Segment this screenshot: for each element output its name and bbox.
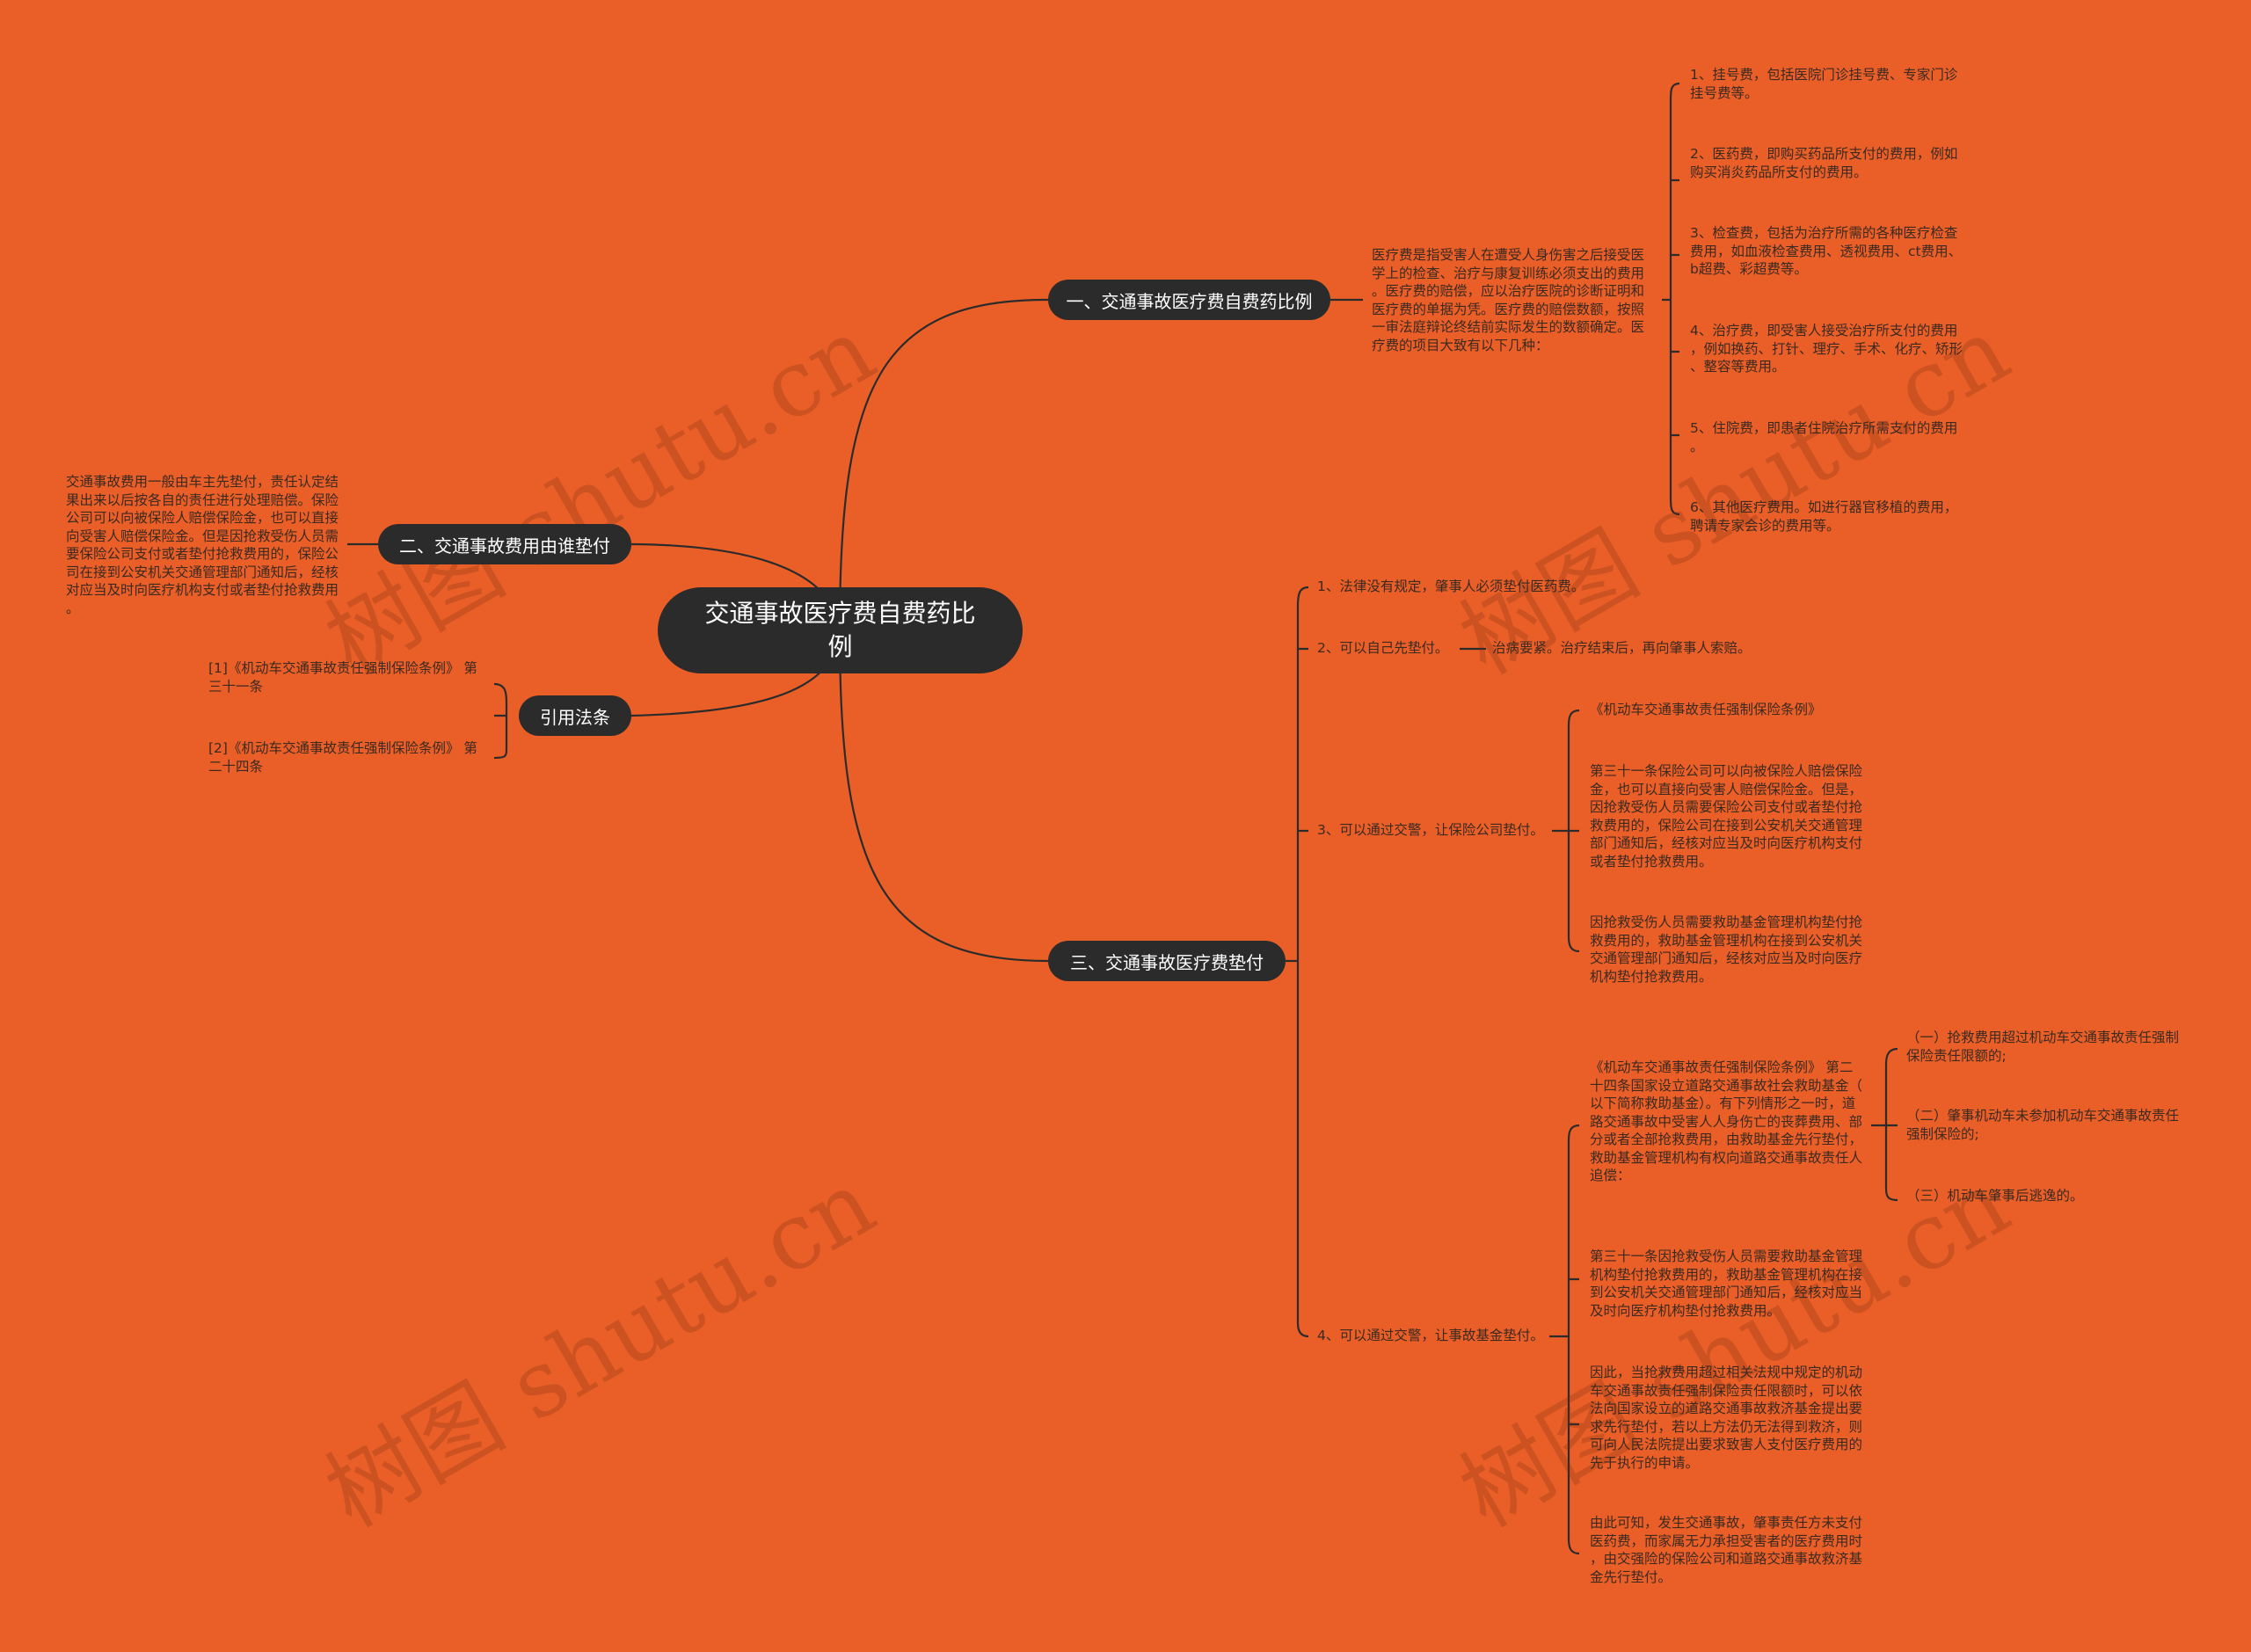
link-b4-spine	[1286, 586, 1309, 1338]
branch1-intro-text: 医疗费是指受害人在遭受人身伤害之后接受医 学上的检查、治疗与康复训练必须支出的费…	[1372, 247, 1645, 353]
link-root-branch4	[838, 630, 1049, 963]
advance-point-4-detail: 因此，当抢救费用超过相关法规中规定的机动 车交通事故责任强制保险责任限额时，可以…	[1590, 1365, 1863, 1471]
branch1-item: 6、其他医疗费用。如进行器官移植的费用， 聘请专家会诊的费用等。	[1690, 499, 1958, 534]
branch2-text: 交通事故费用一般由车主先垫付，责任认定结 果出来以后按各自的责任进行处理赔偿。保…	[66, 474, 339, 616]
advance-point-3-detail: 因抢救受伤人员需要救助基金管理机构垫付抢 救费用的，救助基金管理机构在接到公安机…	[1590, 914, 1863, 985]
fund-condition: （一）抢救费用超过机动车交通事故责任强制 保险责任限额的;	[1906, 1030, 2180, 1064]
cited-law-item: [2]《机动车交通事故责任强制保险条例》 第 二十四条	[208, 740, 477, 775]
link-b4-p4brace	[1549, 1124, 1580, 1555]
fund-condition: （三）机动车肇事后逃逸的。	[1906, 1188, 2084, 1204]
link-root-branch1	[838, 298, 1049, 632]
branch1-item: 1、挂号费，包括医院门诊挂号费、专家门诊 挂号费等。	[1690, 67, 1958, 101]
advance-point-4-detail: 《机动车交通事故责任强制保险条例》 第二 十四条国家设立道路交通事故社会救助基金…	[1590, 1059, 1863, 1183]
advance-point-3-detail: 第三十一条保险公司可以向被保险人赔偿保险 金，也可以直接向受害人赔偿保险金。但是…	[1590, 763, 1863, 870]
branch-who-pays[interactable]: 二、交通事故费用由谁垫付	[378, 524, 631, 564]
advance-point-2-detail: 治病要紧。治疗结束后，再向肇事人索赔。	[1492, 640, 1752, 656]
advance-point-3-detail: 《机动车交通事故责任强制保险条例》	[1590, 702, 1822, 717]
advance-point-4-detail: 第三十一条因抢救受伤人员需要救助基金管理 机构垫付抢救费用的，救助基金管理机构在…	[1590, 1248, 1863, 1319]
branch-medical-cost-ratio[interactable]: 一、交通事故医疗费自费药比例	[1048, 280, 1330, 320]
branch1-item: 4、治疗费，即受害人接受治疗所支付的费用 ，例如换药、打针、理疗、手术、化疗、矫…	[1690, 323, 1963, 375]
branch1-item: 2、医药费，即购买药品所支付的费用，例如 购买消炎药品所支付的费用。	[1690, 146, 1958, 180]
advance-point-2: 2、可以自己先垫付。	[1317, 640, 1449, 656]
link-b1-brace	[1662, 82, 1680, 516]
cited-law-item: [1]《机动车交通事故责任强制保险条例》 第 三十一条	[208, 660, 477, 695]
branch1-item: 3、检查费，包括为治疗所需的各种医疗检查 费用，如血液检查费用、透视费用、ct费…	[1690, 225, 1963, 277]
link-b3-brace	[493, 682, 508, 760]
advance-point-4: 4、可以通过交警，让事故基金垫付。	[1317, 1328, 1544, 1343]
link-b4-p3brace	[1552, 709, 1580, 953]
link-b4-subbrace	[1871, 1047, 1898, 1202]
advance-point-1: 1、法律没有规定，肇事人必须垫付医药费。	[1317, 579, 1585, 594]
branch-medical-advance[interactable]: 三、交通事故医疗费垫付	[1048, 941, 1286, 981]
branch-cited-laws[interactable]: 引用法条	[519, 695, 631, 736]
branch1-item: 5、住院费，即患者住院治疗所需支付的费用 。	[1690, 420, 1958, 455]
advance-point-3: 3、可以通过交警，让保险公司垫付。	[1317, 822, 1544, 838]
root-topic[interactable]: 交通事故医疗费自费药比例	[658, 587, 1023, 673]
fund-condition: （二）肇事机动车未参加机动车交通事故责任 强制保险的;	[1906, 1108, 2180, 1142]
advance-point-4-detail: 由此可知，发生交通事故，肇事责任方未支付 医药费，而家属无力承担受害者的医疗费用…	[1590, 1515, 1863, 1585]
